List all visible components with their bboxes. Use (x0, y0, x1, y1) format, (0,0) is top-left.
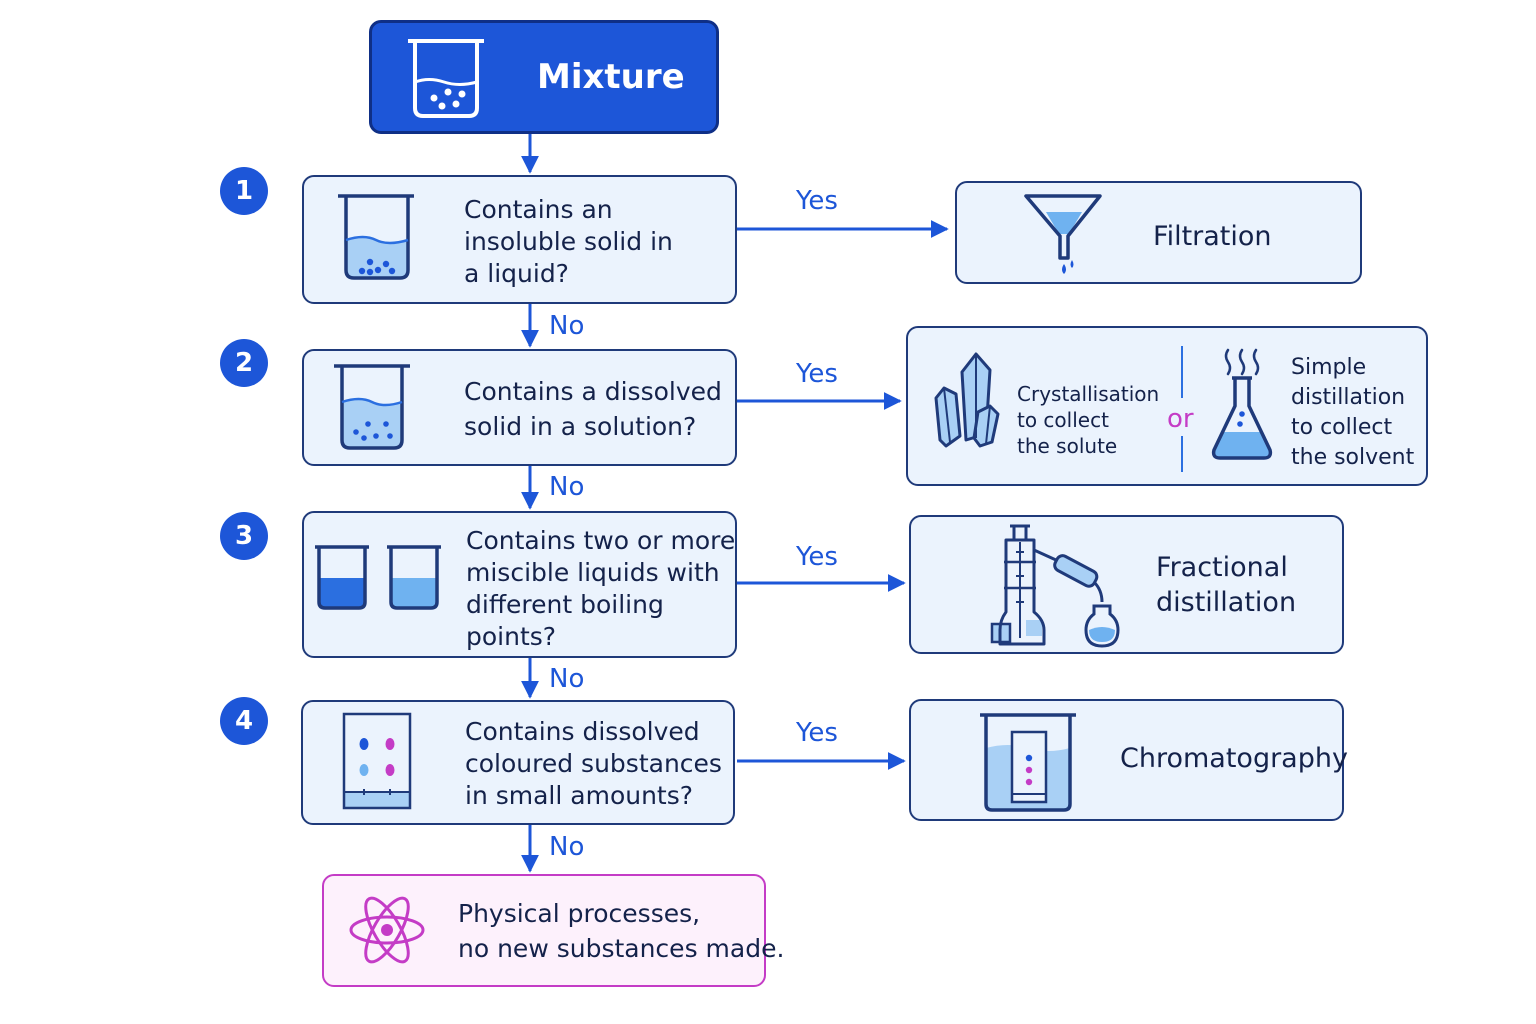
filtration-label: Filtration (1153, 221, 1272, 252)
mixture-label: Mixture (537, 57, 685, 97)
beaker-icon (338, 194, 414, 280)
chromatography-label: Chromatography (1120, 743, 1348, 774)
final-result-box (322, 874, 766, 987)
step-2-badge: 2 (220, 339, 268, 387)
step-1-no-label: No (549, 311, 585, 341)
fractional-distillation-box (909, 515, 1344, 654)
step-4-yes-label: Yes (796, 718, 838, 748)
step-3-no-label: No (549, 664, 585, 694)
step-1-badge: 1 (220, 167, 268, 215)
beaker-icon (315, 545, 369, 610)
filtration-box (955, 181, 1362, 284)
chromatography-box (909, 699, 1344, 821)
final-result-text: Physical processes,no new substances mad… (458, 899, 785, 963)
step-3-badge: 3 (220, 512, 268, 560)
step-1-yes-label: Yes (796, 186, 838, 216)
step-4-no-label: No (549, 832, 585, 862)
atom-icon (349, 896, 425, 964)
crystal-icon (934, 352, 1000, 448)
funnel-icon (1024, 194, 1102, 274)
step-3-question-box (302, 511, 737, 658)
conical-flask-icon (1211, 348, 1273, 460)
step-2-yes-label: Yes (796, 359, 838, 389)
step-4-badge: 4 (220, 697, 268, 745)
beaker-icon (408, 39, 484, 118)
beaker-icon (334, 364, 410, 450)
step-3-yes-label: Yes (796, 542, 838, 572)
step-2-no-label: No (549, 472, 585, 502)
divider-line (1181, 346, 1183, 472)
chromatography-paper-icon (342, 712, 412, 810)
beaker-icon (387, 545, 441, 610)
step-2-methods-box (906, 326, 1428, 486)
or-label: or (1167, 404, 1194, 434)
chromatography-tank-icon (980, 713, 1076, 812)
fractional-column-icon (990, 524, 1120, 648)
